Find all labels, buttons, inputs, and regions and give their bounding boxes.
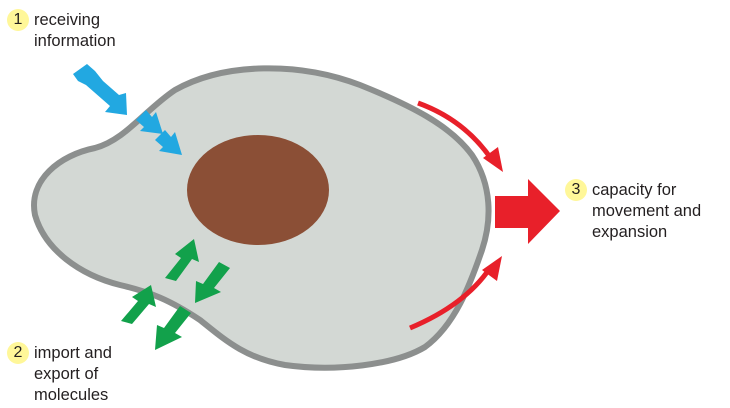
callout-label: capacity for movement and expansion (592, 180, 701, 243)
number-badge: 2 (7, 342, 29, 364)
zigzag-arrow-icon (73, 64, 127, 115)
callout-label: import and export of molecules (34, 343, 112, 406)
number-badge: 1 (7, 9, 29, 31)
label-line: information (34, 31, 116, 52)
callout-receiving-information: 1 receiving information (7, 10, 116, 52)
label-line: capacity for (592, 180, 701, 201)
callout-import-export: 2 import and export of molecules (7, 343, 112, 406)
nucleus (187, 135, 329, 245)
label-line: export of (34, 364, 112, 385)
callout-label: receiving information (34, 10, 116, 52)
arrow-down-icon (155, 306, 191, 350)
label-line: movement and (592, 201, 701, 222)
label-line: expansion (592, 222, 701, 243)
label-line: receiving (34, 10, 116, 31)
label-line: import and (34, 343, 112, 364)
label-line: molecules (34, 385, 112, 406)
large-arrow-icon (495, 179, 560, 244)
number-badge: 3 (565, 179, 587, 201)
callout-movement-expansion: 3 capacity for movement and expansion (565, 180, 701, 243)
